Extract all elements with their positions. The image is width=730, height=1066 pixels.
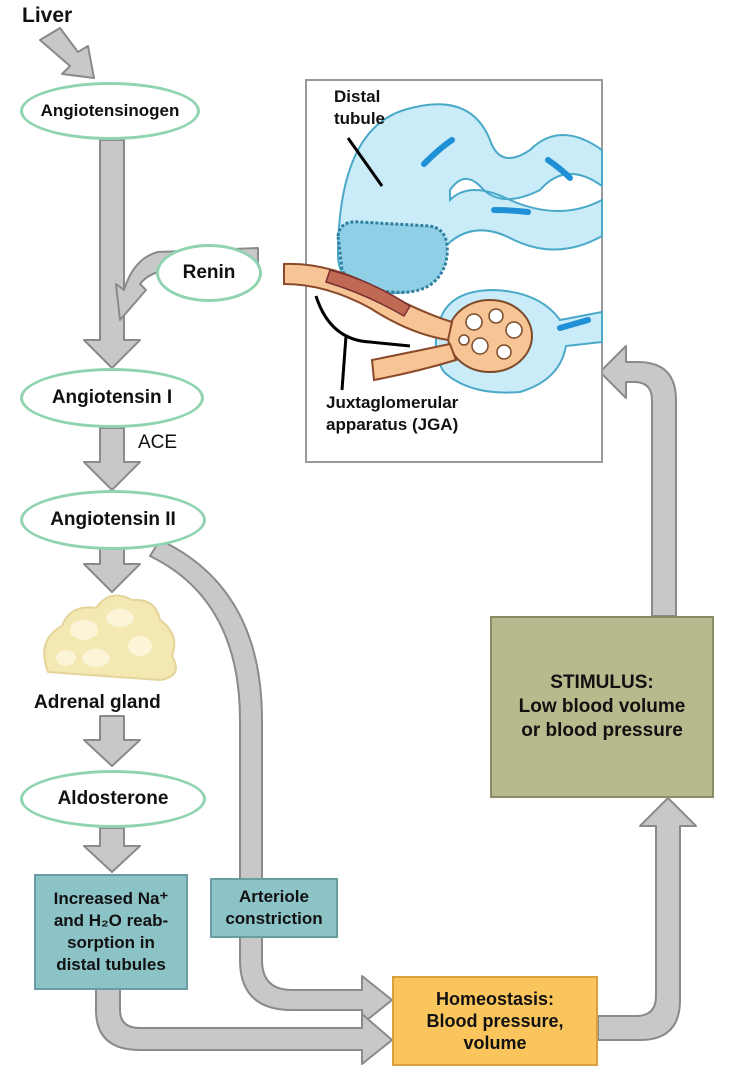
box-na-reabsorption: Increased Na⁺ and H₂O reab- sorption in … — [34, 874, 188, 990]
box-arteriole-line2: constriction — [225, 908, 322, 930]
label-distal-tubule-line2: tubule — [334, 108, 385, 130]
box-na-line3: sorption in — [54, 932, 169, 954]
label-liver: Liver — [22, 4, 72, 28]
node-renin: Renin — [156, 244, 262, 302]
box-homeostasis-line1: Homeostasis: — [426, 988, 563, 1010]
box-arteriole-constriction: Arteriole constriction — [210, 878, 338, 938]
label-ace: ACE — [138, 432, 177, 454]
node-angiotensin-1: Angiotensin I — [20, 368, 204, 428]
label-jga-line1: Juxtaglomerular — [326, 392, 458, 414]
arrow-angiotensin2-to-adrenal — [84, 548, 140, 592]
arrow-liver-to-angiotensinogen — [40, 28, 94, 78]
arrow-stimulus-to-jga — [600, 346, 676, 616]
node-angiotensinogen: Angiotensinogen — [20, 82, 200, 140]
label-adrenal-gland: Adrenal gland — [34, 692, 161, 714]
arrow-adrenal-to-aldosterone — [84, 716, 140, 766]
label-jga-line2: apparatus (JGA) — [326, 414, 458, 436]
box-stimulus-line3: or blood pressure — [519, 719, 686, 743]
label-distal-tubule-line1: Distal — [334, 86, 385, 108]
arrow-homeostasis-to-stimulus — [598, 798, 696, 1040]
node-angiotensin-2: Angiotensin II — [20, 490, 206, 550]
box-stimulus-line2: Low blood volume — [519, 695, 686, 719]
node-aldosterone: Aldosterone — [20, 770, 206, 828]
label-jga: Juxtaglomerular apparatus (JGA) — [326, 392, 458, 436]
box-arteriole-line1: Arteriole — [225, 886, 322, 908]
box-stimulus-line1: STIMULUS: — [519, 671, 686, 695]
box-na-line2: and H₂O reab- — [54, 910, 169, 932]
box-na-line4: distal tubules — [54, 954, 169, 976]
box-homeostasis-line2: Blood pressure, — [426, 1010, 563, 1032]
box-homeostasis: Homeostasis: Blood pressure, volume — [392, 976, 598, 1066]
box-na-line1: Increased Na⁺ — [54, 888, 169, 910]
box-homeostasis-line3: volume — [426, 1032, 563, 1054]
box-stimulus: STIMULUS: Low blood volume or blood pres… — [490, 616, 714, 798]
label-distal-tubule: Distal tubule — [334, 86, 385, 130]
arrow-angiotensin1-to-angiotensin2 — [84, 428, 140, 490]
adrenal-gland-illustration — [44, 596, 176, 681]
arrow-aldosterone-to-na-box — [84, 828, 140, 872]
arrow-angiotensinogen-to-angiotensin1 — [84, 140, 140, 368]
